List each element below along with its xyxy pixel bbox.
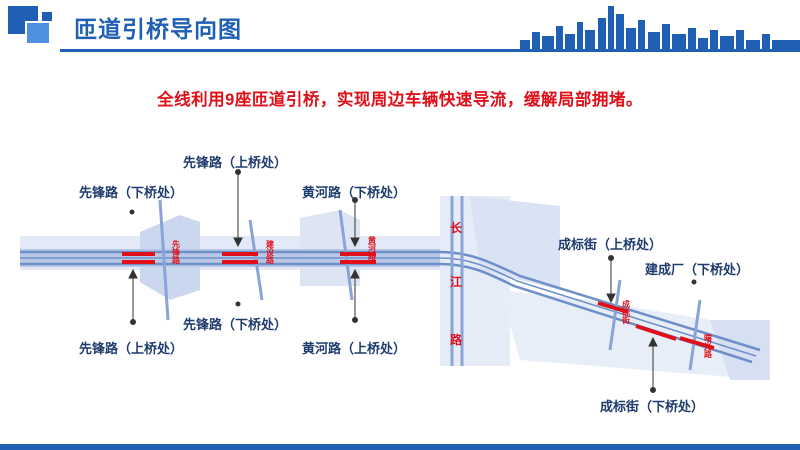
- logo-squares-icon: [8, 6, 52, 45]
- ramp-chengbiao-up: [597, 301, 629, 314]
- callout-xianfeng-up-top: 先锋路（上桥处）: [183, 155, 288, 170]
- subtitle: 全线利用9座匝道引桥，实现周边车辆快速导流，缓解局部拥堵。: [157, 91, 643, 109]
- ramps: [122, 252, 715, 350]
- road-name-labels: 先锋路 建设路 黄河路 成标街 曙光路: [171, 235, 713, 359]
- svg-text:长: 长: [450, 220, 463, 235]
- svg-text:江: 江: [450, 274, 462, 289]
- callout-xianfeng-down-bottom: 先锋路（下桥处）: [183, 317, 288, 332]
- ramp-chengbiao-down: [635, 324, 677, 341]
- header-divider: [60, 49, 800, 52]
- callout-chengbiao-down: 成标街（下桥处）: [600, 399, 705, 414]
- header: 匝道引桥导向图: [0, 0, 800, 56]
- callout-huanghe-down-top: 黄河路（下桥处）: [302, 185, 407, 200]
- callout-xianfeng-down-top-left: 先锋路（下桥处）: [79, 185, 184, 200]
- jianshe-road-label: 建设路: [265, 239, 275, 265]
- chengbiao-street-label: 成标街: [622, 299, 631, 325]
- page-title: 匝道引桥导向图: [74, 16, 242, 42]
- footer-bar: [0, 444, 800, 450]
- callout-jianchengchang-down: 建成厂（下桥处）: [645, 262, 750, 277]
- callout-xianfeng-up-bottom-left: 先锋路（上桥处）: [79, 341, 184, 356]
- xianfeng-road-label: 先锋路: [171, 239, 181, 265]
- ramp-jianchengchang: [679, 336, 715, 350]
- leader-lines: [128, 169, 697, 393]
- changjiang-road-label: 长 江 路: [450, 220, 463, 347]
- callout-huanghe-up-bottom: 黄河路（上桥处）: [302, 341, 407, 356]
- svg-text:路: 路: [450, 332, 463, 347]
- huanghe-road-label: 黄河路: [367, 235, 377, 261]
- shuguang-road-label: 曙光路: [703, 333, 713, 359]
- callout-chengbiao-up: 成标街（上桥处）: [558, 237, 663, 252]
- city-skyline-icon: [520, 6, 800, 50]
